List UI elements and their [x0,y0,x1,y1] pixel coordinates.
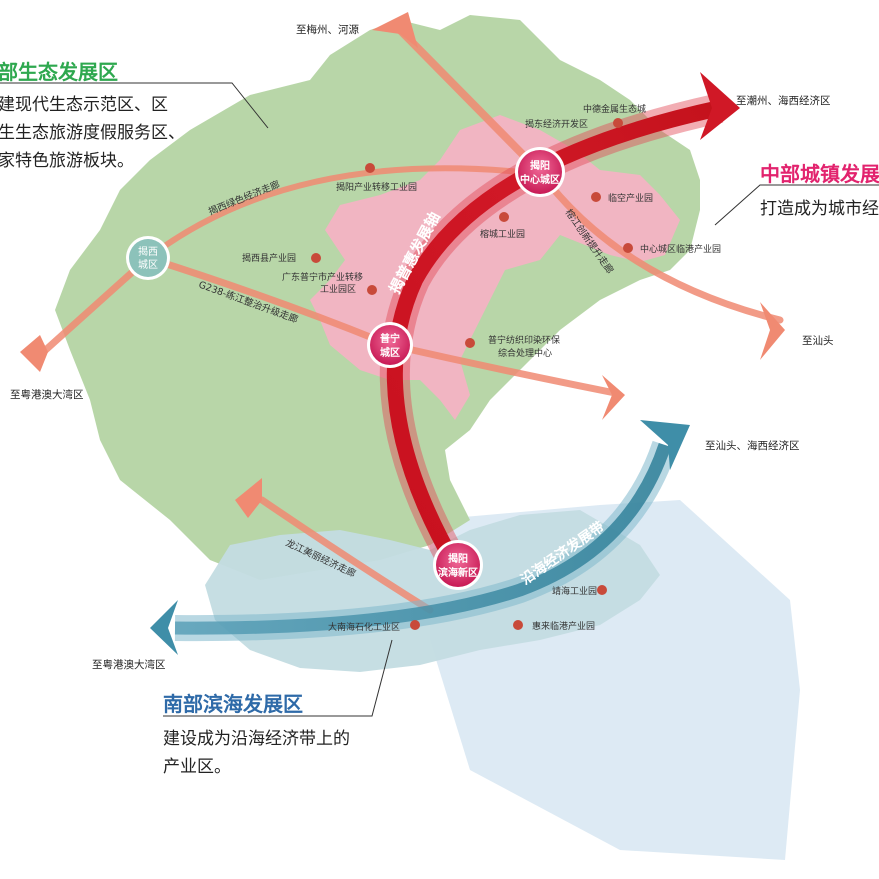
hub-center-line2: 中心城区 [520,173,560,186]
hub-coastal-line2: 滨海新区 [438,566,478,579]
park-labels: 中德金属生态城 揭东经济开发区 揭阳产业转移工业园 临空产业园 榕城工业园 中心… [242,103,721,633]
hub-jiexi-line1: 揭西 [138,245,158,258]
north-zone-line-1: 建现代生态示范区、区 [0,95,168,115]
dest-gba-west: 至粤港澳大湾区 [10,388,84,401]
park-label-puning-a: 广东普宁市产业转移 [282,271,363,283]
corridor-meizhou [396,26,544,176]
dest-gba-south: 至粤港澳大湾区 [92,658,166,671]
corridor-puning-east [386,341,619,397]
park-label-rongcheng: 榕城工业园 [480,228,525,240]
park-label-zhongxin: 中心城区临港产业园 [640,243,721,255]
north-zone-panel: 部生态发展区 建现代生态示范区、区 生生态旅游度假服务区、 家特色旅游板块。 [0,56,185,175]
leader-central [714,184,879,226]
park-label-linkong: 临空产业园 [608,192,653,204]
arrow-meizhou [372,12,418,48]
destination-labels: 至梅州、河源 至潮州、海西经济区 至汕头 至汕头、海西经济区 至粤港澳大湾区 至… [10,23,834,671]
coastal-economic-belt-core [174,442,672,635]
main-development-axis [386,100,722,569]
south-zone-line-1: 建设成为沿海经济带上的 [163,729,350,749]
corridors [36,26,784,614]
leader-south [163,639,393,717]
north-zone-line-3: 家特色旅游板块。 [0,151,134,171]
direction-arrows [20,12,785,655]
park-label-jieyang-transfer: 揭阳产业转移工业园 [336,181,417,193]
industrial-parks [311,118,633,630]
corridor-green-economy [145,165,523,261]
hub-jiexi: 揭西 城区 [126,236,170,280]
corridor-longjiang [258,496,434,614]
park-label-huilai: 惠来临港产业园 [532,620,595,632]
park-label-textile-a: 普宁纺织印染环保 [488,334,560,346]
hub-center-line1: 揭阳 [530,159,550,172]
hub-coastal: 揭阳 滨海新区 [433,540,483,590]
hub-puning-line1: 普宁 [380,332,400,345]
central-zone-title: 中部城镇发展 [760,162,879,186]
corridor-g238 [144,254,394,349]
park-label-jinghai: 靖海工业园 [552,585,597,597]
arrow-shantou [760,302,785,360]
leader-north [0,82,269,129]
corridor-jiexi-west [36,254,152,359]
arrow-gba-south [150,600,178,655]
central-zone-line-1: 打造成为城市经 [760,199,879,219]
arrow-gba-west [20,335,48,372]
north-zone-title: 部生态发展区 [0,60,118,84]
arrow-shantou-haixi [640,420,690,470]
north-zone-line-2: 生生态旅游度假服务区、 [0,123,185,143]
park-label-jiedong: 揭东经济开发区 [525,118,588,130]
park-label-jiexi-county: 揭西县产业园 [242,252,296,264]
south-zone-panel: 南部滨海发展区 建设成为沿海经济带上的 产业区。 [163,688,350,781]
hub-center: 揭阳 中心城区 [515,147,565,197]
south-zone-line-2: 产业区。 [163,757,231,777]
park-label-zhongde: 中德金属生态城 [583,103,646,115]
arrow-chaozhou [700,72,740,140]
dest-shantou: 至汕头 [802,335,834,347]
park-label-petro: 大南海石化工业区 [328,621,400,633]
hub-coastal-line1: 揭阳 [448,552,468,565]
park-label-puning-b: 工业园区 [320,284,356,295]
arrow-longjiang-west [235,478,262,518]
hub-puning-line2: 城区 [380,346,400,359]
dest-chaozhou: 至潮州、海西经济区 [736,94,831,107]
south-zone-title: 南部滨海发展区 [163,692,303,716]
leader-lines [0,82,879,717]
central-zone-panel: 中部城镇发展 打造成为城市经 [760,158,879,223]
hub-jiexi-line2: 城区 [138,259,158,271]
hub-puning: 普宁 城区 [367,322,413,368]
dest-meizhou: 至梅州、河源 [296,23,359,36]
dest-shantou-haixi: 至汕头、海西经济区 [705,439,800,452]
arrow-puning-east [602,375,625,420]
park-label-textile-b: 综合处理中心 [498,347,552,359]
corridor-rongjiang [536,168,784,324]
